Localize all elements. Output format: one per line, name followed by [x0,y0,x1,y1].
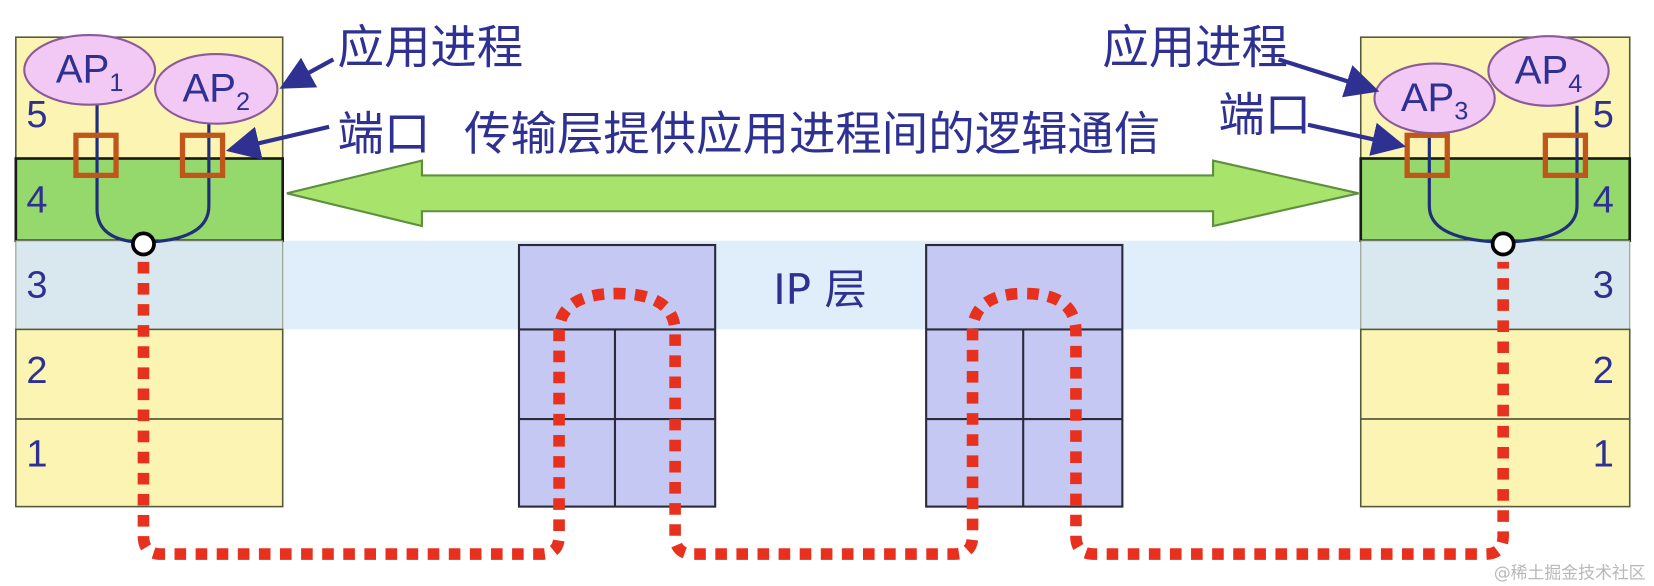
right-layer-4 [1359,157,1632,243]
ip-layer-band [282,240,1361,330]
left-layer-number-1: 1 [26,434,47,476]
router-1-box [517,243,717,508]
left-port-2 [179,132,226,179]
right-layer-number-2: 2 [1593,350,1614,392]
right-layer-1 [1359,418,1631,508]
ap3-to-mux-line [1427,132,1494,244]
left-layer-number-2: 2 [26,350,47,392]
right-layer-number-1: 1 [1593,434,1614,476]
ap2-bubble: AP2 [154,53,279,125]
right-port-label: 端口 [1218,88,1311,142]
ap3-label: AP3 [1401,76,1469,125]
ap3-name: AP [1401,76,1454,120]
right-port-2 [1542,132,1589,179]
left-layer-4 [14,157,285,243]
right-layer-number-3: 3 [1593,265,1614,307]
ap1-name: AP [56,48,109,92]
ap2-label: AP2 [182,67,250,116]
ap4-label: AP4 [1515,49,1583,98]
ap2-ellipse [154,53,279,125]
right-process-label: 应用进程 [1102,21,1288,75]
transport-caption: 传输层提供应用进程间的逻辑通信 [464,107,1160,161]
left-port-1 [73,132,119,179]
ap3-ellipse [1373,62,1496,135]
ap1-ellipse [23,34,157,106]
ap1-subscript: 1 [109,69,123,97]
left-process-pointer-arrow [279,57,335,89]
ap4-bubble: AP4 [1487,35,1610,107]
ap4-ellipse [1487,35,1610,107]
router-1 [517,243,717,508]
right-layer-number-4: 4 [1593,179,1614,221]
left-layer-number-3: 3 [26,265,47,307]
ip-layer-label: IP 层 [773,265,866,314]
right-port-1 [1404,132,1450,179]
right-layer-2 [1359,328,1631,420]
router-2 [925,243,1124,508]
ap1-bubble: AP1 [23,34,157,106]
ap4-name: AP [1515,49,1568,93]
right-layer-number-5: 5 [1593,94,1614,136]
left-layer-number-4: 4 [26,179,47,221]
ap3-subscript: 3 [1454,97,1468,125]
watermark: @稀土掘金技术社区 [1494,562,1646,582]
ap4-subscript: 4 [1568,70,1582,98]
right-layer-3 [1360,240,1631,330]
left-port-label: 端口 [338,107,431,161]
physical-data-path [137,261,1509,560]
right-port-pointer-arrow [1307,122,1406,156]
left-process-label: 应用进程 [338,21,524,75]
ap3-bubble: AP3 [1373,62,1496,135]
ap2-name: AP [182,67,235,111]
ap2-subscript: 2 [236,88,250,116]
ap1-to-mux-line [95,103,135,244]
logical-communication-arrow [286,159,1359,228]
ap2-to-mux-line [152,121,211,244]
left-port-pointer-arrow [225,124,330,160]
left-layer-number-5: 5 [26,94,47,136]
ap1-label: AP1 [56,48,124,97]
ap4-to-mux-line [1512,105,1579,244]
right-process-pointer-arrow [1277,57,1380,98]
right-mux-point [1490,231,1516,257]
left-mux-point [131,231,156,257]
